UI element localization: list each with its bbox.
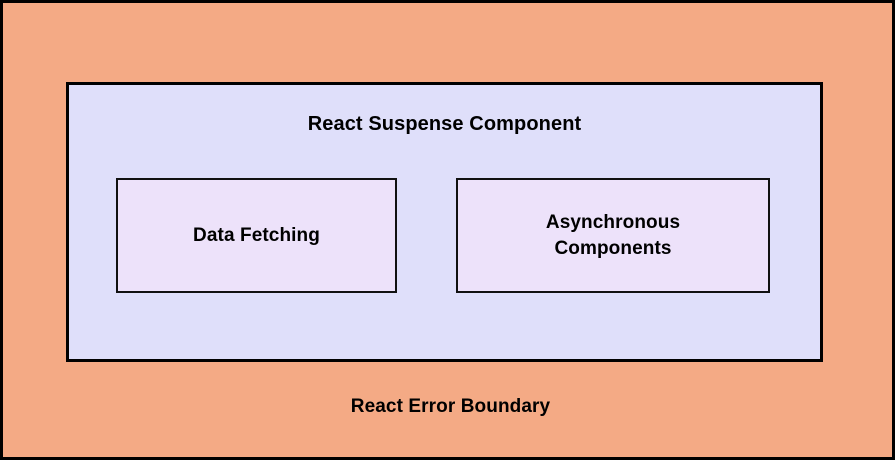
react-suspense-component-container: React Suspense Component Data Fetching A… <box>66 82 823 362</box>
asynchronous-components-box: Asynchronous Components <box>456 178 770 293</box>
data-fetching-label: Data Fetching <box>193 224 320 246</box>
react-error-boundary-label: React Error Boundary <box>350 396 551 417</box>
react-suspense-component-title: React Suspense Component <box>307 113 582 135</box>
asynchronous-components-label: Asynchronous Components <box>545 212 681 259</box>
data-fetching-box: Data Fetching <box>116 178 397 293</box>
